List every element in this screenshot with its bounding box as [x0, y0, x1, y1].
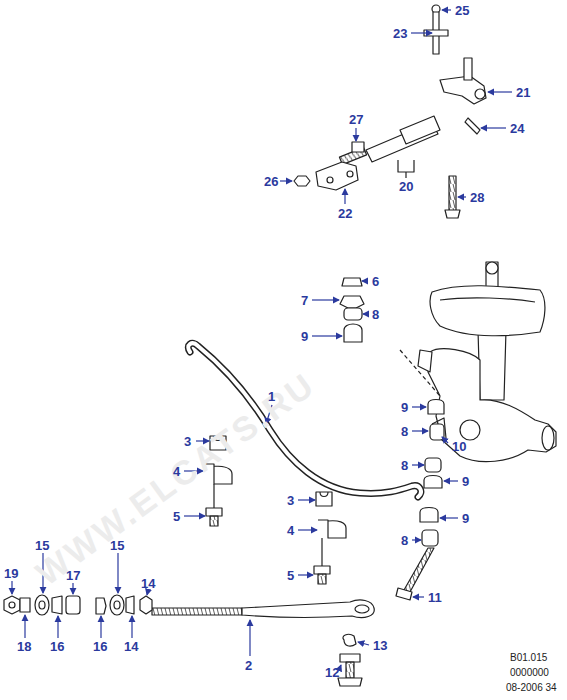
callout-number: 4	[173, 465, 180, 478]
callout-number: 3	[287, 494, 294, 507]
callout-number: 5	[287, 569, 294, 582]
callout-number: 8	[401, 534, 408, 547]
callout-number: 6	[372, 275, 379, 288]
callout-number: 18	[17, 640, 31, 653]
callout-number: 10	[452, 440, 466, 453]
callout-number: 22	[338, 207, 352, 220]
callout-number: 3	[184, 435, 191, 448]
callout-number: 9	[462, 475, 469, 488]
callout-number: 16	[93, 640, 107, 653]
drawing-code: 08-2006 34	[506, 683, 557, 693]
callout-number: 8	[401, 425, 408, 438]
callout-number: 9	[401, 401, 408, 414]
drawing-code: B01.015	[510, 653, 547, 663]
callout-number: 25	[455, 4, 469, 17]
callout-number: 8	[401, 459, 408, 472]
callout-number: 1	[268, 390, 275, 403]
callout-number: 14	[141, 577, 155, 590]
callout-number: 2	[245, 659, 252, 672]
callout-number: 26	[264, 175, 278, 188]
callout-number: 19	[4, 567, 18, 580]
callout-number: 4	[287, 524, 294, 537]
callout-number: 16	[50, 640, 64, 653]
callout-number: 9	[301, 330, 308, 343]
callout-number: 21	[516, 86, 530, 99]
callout-number: 23	[393, 27, 407, 40]
callout-number: 20	[399, 180, 413, 193]
callout-number: 28	[470, 191, 484, 204]
callout-number: 11	[428, 591, 442, 604]
callout-number: 24	[510, 122, 524, 135]
drawing-code: 0000000	[510, 668, 549, 678]
watermark: WWW.ELCATS.RU	[30, 366, 321, 590]
callout-number: 13	[373, 639, 387, 652]
callout-number: 17	[66, 569, 80, 582]
callout-number: 9	[462, 512, 469, 525]
callout-number: 15	[35, 539, 49, 552]
callout-number: 8	[372, 308, 379, 321]
callout-number: 14	[124, 640, 138, 653]
callout-number: 5	[173, 510, 180, 523]
callout-number: 12	[325, 666, 339, 679]
callout-number: 15	[110, 539, 124, 552]
callout-number: 7	[301, 294, 308, 307]
callout-number: 27	[349, 113, 363, 126]
